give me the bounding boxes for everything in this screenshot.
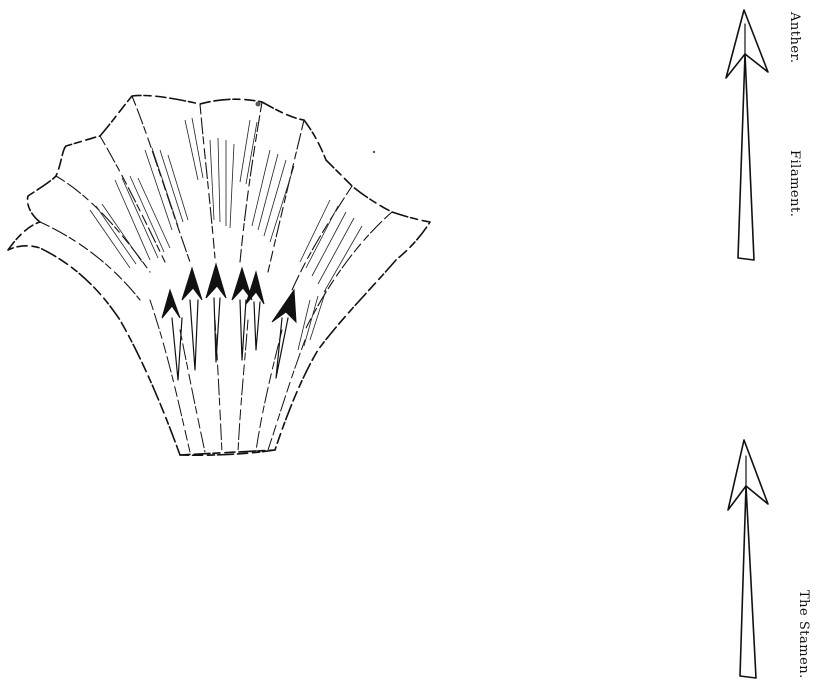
petal-shading bbox=[90, 118, 362, 350]
flower-drawing bbox=[8, 95, 430, 455]
throat-line bbox=[180, 330, 205, 452]
stamen-arrow-small bbox=[272, 290, 296, 378]
filament-shaft bbox=[738, 54, 754, 260]
stamen-arrow-small bbox=[162, 290, 182, 380]
petal-fold bbox=[100, 136, 165, 262]
petal-fold bbox=[268, 120, 304, 272]
petal-fold bbox=[240, 102, 262, 262]
throat-line bbox=[256, 330, 282, 451]
throat-line bbox=[268, 340, 305, 450]
stamen-arrow-top bbox=[726, 10, 768, 260]
filament-label: Filament. bbox=[787, 150, 802, 217]
anther-label: Anther. bbox=[787, 12, 802, 63]
throat-line bbox=[215, 320, 222, 453]
filament-shaft bbox=[740, 486, 756, 678]
stamen-arrow-small bbox=[246, 272, 264, 350]
petal-fold bbox=[200, 104, 215, 258]
anther-head bbox=[728, 440, 768, 510]
anther-head bbox=[726, 10, 768, 78]
flower-stamen-arrows bbox=[162, 264, 296, 380]
ink-speck bbox=[256, 102, 261, 107]
stamen-label: The Stamen. bbox=[796, 590, 811, 679]
stamen-arrow-small bbox=[206, 264, 226, 362]
stamen-arrow-bottom bbox=[728, 440, 768, 678]
petal-fold bbox=[56, 176, 150, 272]
petal-fold bbox=[132, 96, 190, 262]
ink-speck bbox=[373, 151, 375, 153]
stamen-arrow-small bbox=[232, 268, 252, 360]
